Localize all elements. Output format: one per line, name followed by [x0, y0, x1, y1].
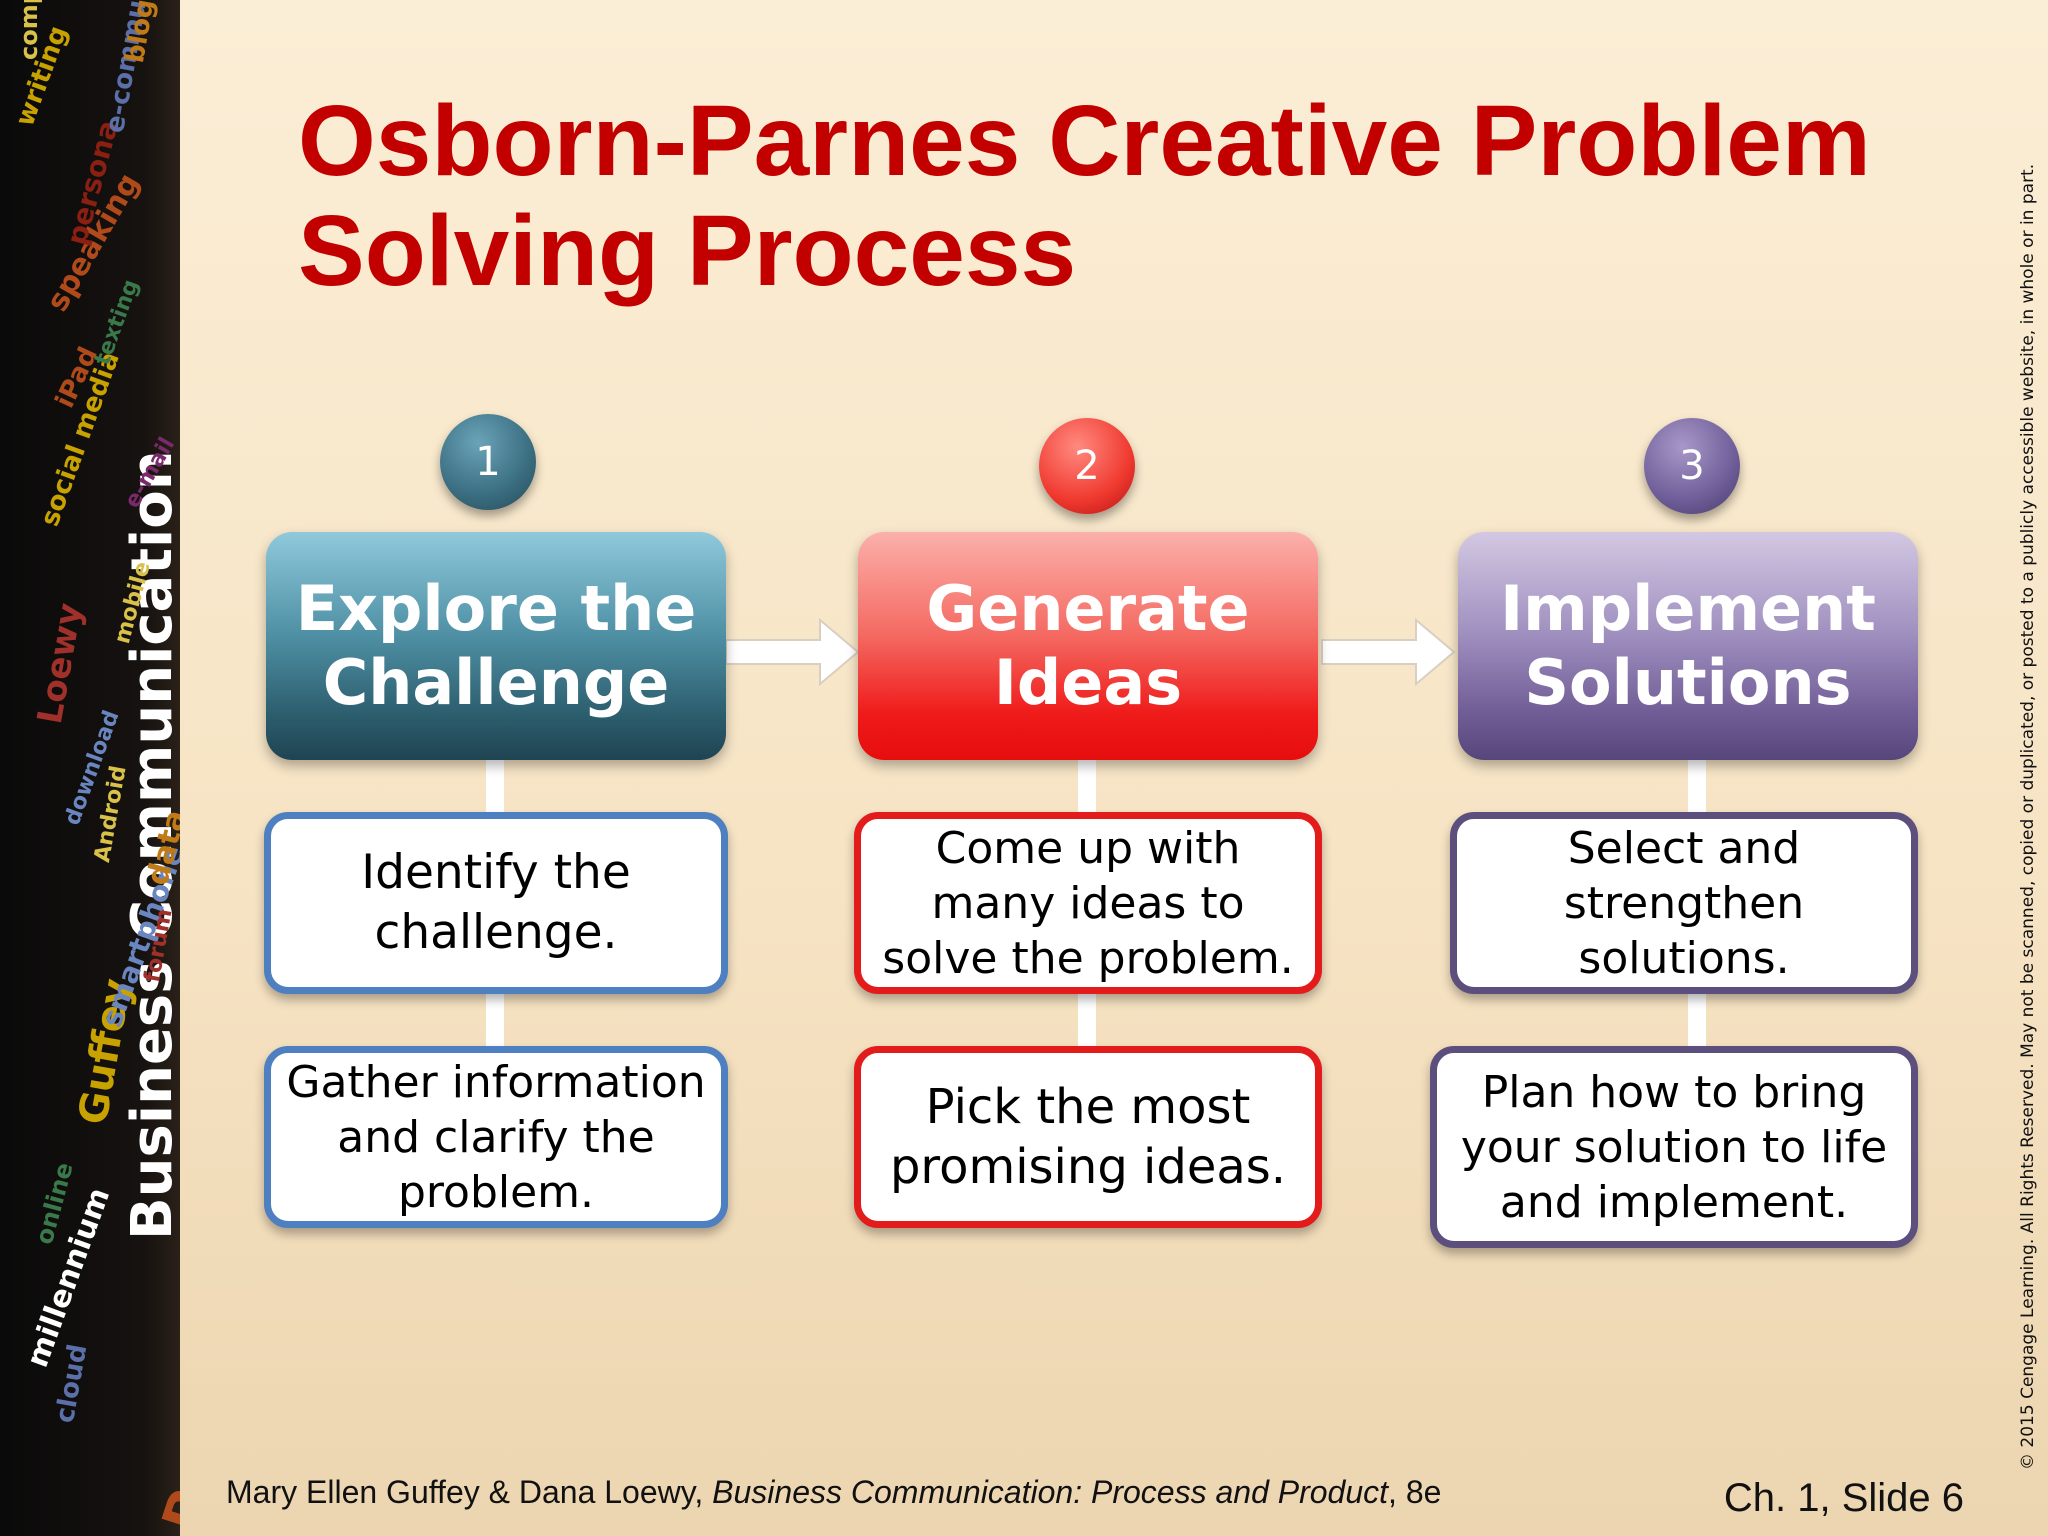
arrow-right-icon	[725, 617, 860, 687]
step-detail-box: Select and strengthen solutions.	[1450, 812, 1918, 994]
heading-line: Ideas	[993, 646, 1183, 719]
strip-word: computer games	[15, 0, 43, 60]
footer-book-title: Business Communication: Process and Prod…	[712, 1474, 1389, 1510]
step-number-badge: 2	[1039, 418, 1135, 514]
slide-title: Osborn-Parnes Creative Problem Solving P…	[298, 85, 1871, 307]
footer-edition: , 8e	[1388, 1474, 1442, 1510]
step-detail-text: Pick the most promising ideas.	[889, 1079, 1287, 1195]
strip-word: Loewy	[30, 600, 91, 727]
connector-line	[486, 760, 504, 816]
connector-line	[1688, 994, 1706, 1050]
footer-citation: Mary Ellen Guffey & Dana Loewy, Business…	[226, 1474, 1441, 1511]
step-detail-text: Gather information and clarify the probl…	[286, 1056, 706, 1218]
step-detail-box: Pick the most promising ideas.	[854, 1046, 1322, 1228]
step-detail-box: Come up with many ideas to solve the pro…	[854, 812, 1322, 994]
strip-word: texting	[90, 276, 144, 369]
heading-line: Generate	[926, 572, 1250, 645]
step-detail-box: Plan how to bring your solution to life …	[1430, 1046, 1918, 1248]
step-detail-text: Identify the challenge.	[361, 845, 631, 960]
step-detail-text: Select and strengthen solutions.	[1563, 822, 1805, 984]
heading-line: Challenge	[322, 646, 670, 719]
arrow-right-icon	[1321, 617, 1456, 687]
step-detail-box: Gather information and clarify the probl…	[264, 1046, 728, 1228]
copyright-notice: © 2015 Cengage Learning. All Rights Rese…	[2018, 163, 2038, 1470]
heading-line: Explore the	[295, 572, 697, 645]
connector-line	[1078, 760, 1096, 816]
step-number-badge: 1	[440, 414, 536, 510]
slide-number: Ch. 1, Slide 6	[1723, 1476, 1964, 1520]
connector-line	[486, 994, 504, 1050]
step-number-badge: 3	[1644, 418, 1740, 514]
step-detail-text: Plan how to bring your solution to life …	[1460, 1066, 1888, 1228]
step-detail-box: Identify the challenge.	[264, 812, 728, 994]
connector-line	[1078, 994, 1096, 1050]
step-detail-text: Come up with many ideas to solve the pro…	[882, 822, 1294, 984]
heading-line: Implement	[1500, 572, 1876, 645]
heading-line: Solutions	[1524, 646, 1852, 719]
footer-authors: Mary Ellen Guffey & Dana Loewy,	[226, 1474, 713, 1510]
connector-line	[1688, 760, 1706, 816]
